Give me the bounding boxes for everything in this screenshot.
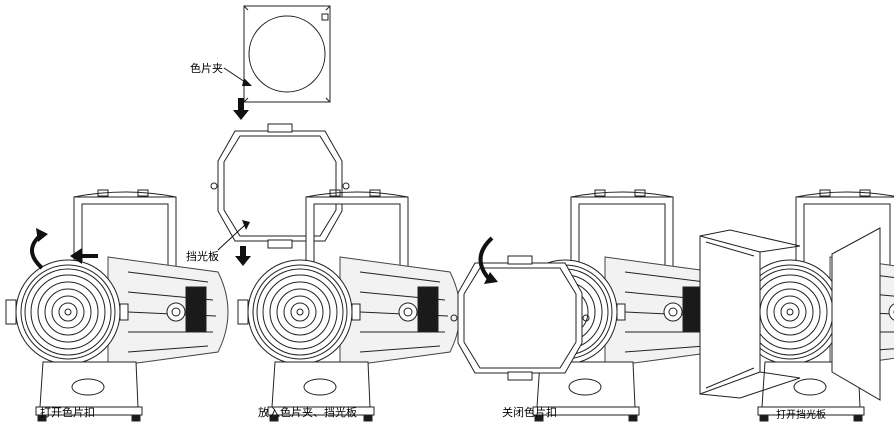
caption-step2: 放入色片夹、挡光板	[258, 406, 357, 419]
down-arrow-icon-2	[235, 246, 251, 266]
down-arrow-icon	[233, 98, 249, 120]
barn-door-plate	[210, 123, 350, 249]
leader-arrow-head-2	[242, 220, 250, 230]
fixture-step4	[699, 190, 894, 421]
rotate-arrow-head	[36, 228, 48, 242]
caption-step3: 关闭色片扣	[502, 406, 557, 419]
barn-door-leader	[217, 223, 247, 251]
rotate-arrow-head-2	[484, 272, 498, 284]
push-arrow-icon	[70, 248, 98, 264]
caption-step1: 打开色片扣	[40, 406, 95, 419]
gel-frame-label: 色片夹	[190, 62, 223, 75]
fixture-step3	[450, 190, 725, 421]
rotate-arrow-icon-2	[478, 236, 494, 282]
barn-door-label: 挡光板	[186, 250, 219, 263]
gel-frame	[243, 5, 331, 103]
leader-arrow-head	[242, 78, 252, 86]
caption-step4: 打开挡光板	[776, 410, 826, 421]
fixture-step1	[6, 190, 228, 421]
